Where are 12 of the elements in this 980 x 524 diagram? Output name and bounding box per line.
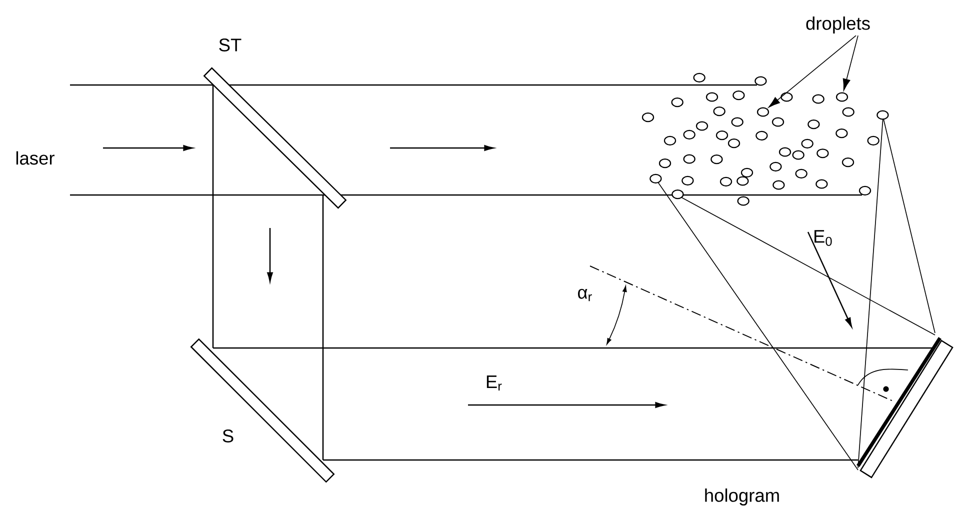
mirror-label: ST xyxy=(219,38,242,52)
leader-line xyxy=(842,35,858,91)
droplet xyxy=(756,107,770,117)
field-label: E$_{r}$ xyxy=(486,375,502,391)
leader-line xyxy=(768,35,856,108)
angle-label: α$_{r}$ xyxy=(578,288,592,302)
mirror-label: S xyxy=(222,430,234,442)
field-label: E$_{0}$ xyxy=(814,230,832,246)
droplets-label: droplets xyxy=(806,16,870,34)
laser-label: laser xyxy=(16,151,54,165)
hologram-label: hologram xyxy=(705,488,779,506)
droplet xyxy=(836,92,848,102)
